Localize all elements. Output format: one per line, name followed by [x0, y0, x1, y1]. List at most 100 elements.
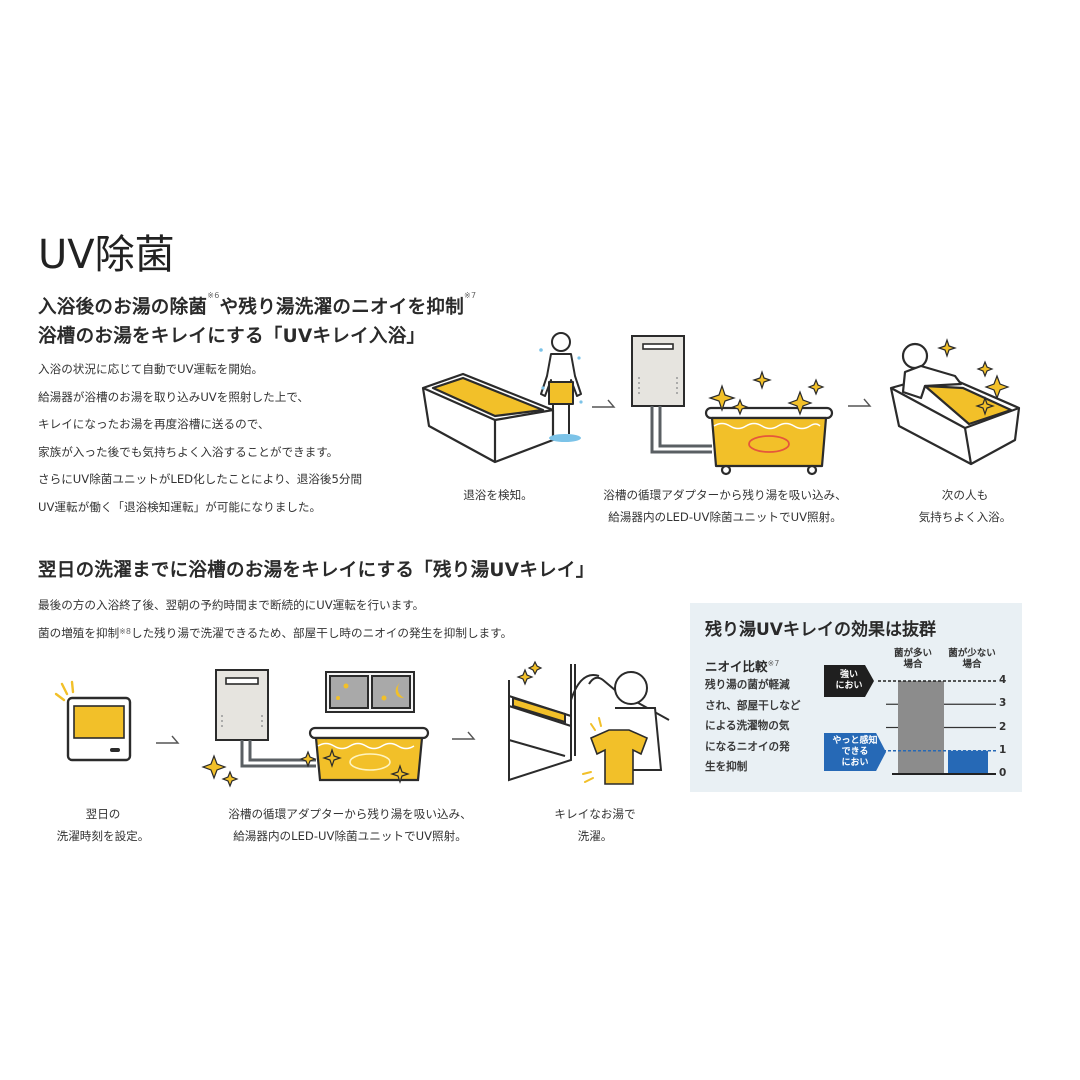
body-line: UV運転が働く「退浴検知運転」が可能になりました。 — [38, 499, 322, 514]
arrow-right-icon — [156, 735, 180, 744]
bathtub-icon — [308, 726, 430, 782]
person-head-icon — [901, 342, 929, 370]
footnote-ref: ※8 — [119, 626, 131, 636]
caption-line: 給湯器内のLED-UV除菌ユニットでUV照射。 — [233, 829, 467, 843]
tag-line: できる — [841, 746, 869, 757]
pipe-icon — [240, 740, 316, 768]
bar-0 — [898, 681, 944, 774]
body-line: キレイになったお湯を再度浴槽に送るので、 — [38, 417, 270, 432]
category-label-line: 場合 — [903, 659, 923, 670]
y-tick-label: 2 — [999, 720, 1007, 733]
footnote-ref: ※7 — [464, 291, 477, 300]
body-line: 入浴の状況に応じて自動でUV運転を開始。 — [38, 362, 264, 376]
heading-text: や残り湯洗濯のニオイを抑制 — [219, 297, 465, 318]
water-heater-icon — [215, 669, 269, 741]
window-icon — [325, 671, 415, 713]
category-label-line: 場合 — [962, 659, 982, 670]
person-leaving-bath-illustration — [421, 332, 583, 464]
step-caption: 退浴を検知。 — [428, 484, 568, 506]
description-line: され、部屋干しなど — [705, 699, 801, 712]
arrow-right-icon — [452, 731, 476, 740]
chart-description: 残り湯の菌が軽減 され、部屋干しなど による洗濯物の気 になるニオイの発 生を抑… — [705, 675, 805, 778]
step-caption: 翌日の 洗濯時刻を設定。 — [38, 803, 168, 847]
caption-line: 洗濯。 — [577, 829, 613, 843]
category-label-line: 菌が多い — [893, 648, 932, 659]
caption-line: 翌日の — [85, 807, 121, 821]
chart-subtitle: ニオイ比較※7 — [705, 656, 779, 675]
person-holding-shirt-illustration — [508, 660, 670, 785]
reference-tag-barely-detectable: やっと感知できるにおい — [824, 733, 886, 771]
pipe-icon — [650, 406, 712, 454]
shirt-icon — [589, 729, 649, 785]
caption-line: キレイなお湯で — [554, 807, 636, 821]
circulation-arrow-icon — [748, 435, 790, 453]
step-caption: キレイなお湯で 洗濯。 — [540, 803, 650, 847]
caption-line: 浴槽の循環アダプターから残り湯を吸い込み、 — [603, 488, 847, 502]
category-label-line: 菌が少ない — [948, 648, 996, 659]
odor-comparison-chart-panel: 残り湯UVキレイの効果は抜群 ニオイ比較※7 残り湯の菌が軽減 され、部屋干しな… — [690, 603, 1022, 792]
body-line: 菌の増殖を抑制※8した残り湯で洗濯できるため、部屋干し時のニオイの発生を抑制しま… — [38, 620, 512, 648]
sparkle-icon — [708, 370, 825, 416]
sparkle-icon — [516, 660, 543, 686]
section2-heading: 翌日の洗濯までに浴槽のお湯をキレイにする「残り湯UVキレイ」 — [38, 560, 595, 581]
sparkle-icon — [201, 748, 410, 788]
alert-rays-icon — [54, 680, 75, 702]
arrow-right-icon — [848, 398, 872, 407]
bathtub-icon — [421, 372, 555, 464]
description-line: になるニオイの発 — [705, 740, 790, 753]
circulation-arrow-icon — [349, 753, 391, 771]
caption-line: 次の人も — [941, 488, 989, 502]
chart-subtitle-text: ニオイ比較 — [705, 659, 768, 674]
footnote-ref: ※7 — [767, 658, 780, 668]
body-line: 家族が入った後でも気持ちよく入浴することができます。 — [38, 444, 339, 459]
water-drops-icon — [539, 348, 583, 442]
category-label: 菌が多い 場合 — [886, 648, 940, 670]
tag-line: やっと感知 — [832, 735, 878, 746]
section1-body: 入浴の状況に応じて自動でUV運転を開始。 給湯器が浴槽のお湯を取り込みUVを照射… — [38, 356, 362, 522]
description-line: による洗濯物の気 — [705, 720, 790, 732]
body-text-span: 菌の増殖を抑制 — [38, 625, 120, 640]
body-text-span: した残り湯で洗濯できるため、部屋干し時のニオイの発生を抑制します。 — [130, 625, 513, 640]
section1-heading-line2: 浴槽のお湯をキレイにする「UVキレイ入浴」 — [38, 326, 426, 347]
bar-chart — [878, 680, 996, 775]
person-head-icon — [614, 671, 648, 705]
body-line: さらにUV除菌ユニットがLED化したことにより、退浴後5分間 — [38, 472, 363, 487]
remote-controller-illustration — [54, 680, 132, 762]
caption-line: 洗濯時刻を設定。 — [56, 829, 150, 843]
description-line: 生を抑制 — [705, 761, 748, 773]
body-line: 給湯器が浴槽のお湯を取り込みUVを照射した上で、 — [38, 389, 310, 404]
y-tick-label: 4 — [999, 674, 1007, 686]
tag-line: 強い — [839, 670, 858, 680]
alert-rays-icon — [582, 717, 602, 783]
arrow-right-icon — [592, 399, 616, 408]
caption-line: 気持ちよく入浴。 — [918, 510, 1012, 524]
heading-text: 入浴後のお湯の除菌 — [38, 297, 208, 318]
caption-line: 給湯器内のLED-UV除菌ユニットでUV照射。 — [608, 510, 842, 524]
section1-heading-line1: 入浴後のお湯の除菌※6や残り湯洗濯のニオイを抑制※7 — [38, 291, 477, 319]
water-heater-icon — [631, 335, 685, 407]
step-caption: 浴槽の循環アダプターから残り湯を吸い込み、 給湯器内のLED-UV除菌ユニットで… — [185, 803, 515, 847]
tag-line: におい — [841, 757, 869, 768]
page-title: UV除菌 — [38, 232, 175, 278]
bar-1 — [948, 750, 988, 774]
tag-line: におい — [835, 681, 863, 691]
caption-line: 浴槽の循環アダプターから残り湯を吸い込み、 — [228, 807, 472, 821]
footnote-ref: ※6 — [207, 291, 220, 300]
category-label: 菌が少ない 場合 — [942, 648, 1002, 670]
y-tick-label: 3 — [999, 697, 1007, 710]
water-heater-circulating-bath-illustration — [631, 335, 834, 476]
chart-title: 残り湯UVキレイの効果は抜群 — [705, 620, 936, 640]
y-tick-label: 1 — [999, 743, 1007, 756]
water-heater-bath-night-illustration — [201, 669, 430, 788]
reference-tag-strong-odor: 強いにおい — [824, 665, 874, 697]
person-icon — [540, 332, 582, 434]
bathtub-icon — [704, 406, 834, 476]
section2-body: 最後の方の入浴終了後、翌朝の予約時間まで断続的にUV運転を行います。 菌の増殖を… — [38, 592, 512, 647]
step-caption: 次の人も 気持ちよく入浴。 — [900, 484, 1030, 528]
step-caption: 浴槽の循環アダプターから残り湯を吸い込み、 給湯器内のLED-UV除菌ユニットで… — [560, 484, 890, 528]
y-tick-label: 0 — [999, 767, 1007, 779]
caption-line: 退浴を検知。 — [463, 488, 533, 502]
person-relaxing-in-bath-illustration — [889, 338, 1021, 466]
description-line: 残り湯の菌が軽減 — [705, 679, 790, 691]
body-line: 最後の方の入浴終了後、翌朝の予約時間まで断続的にUV運転を行います。 — [38, 598, 425, 612]
